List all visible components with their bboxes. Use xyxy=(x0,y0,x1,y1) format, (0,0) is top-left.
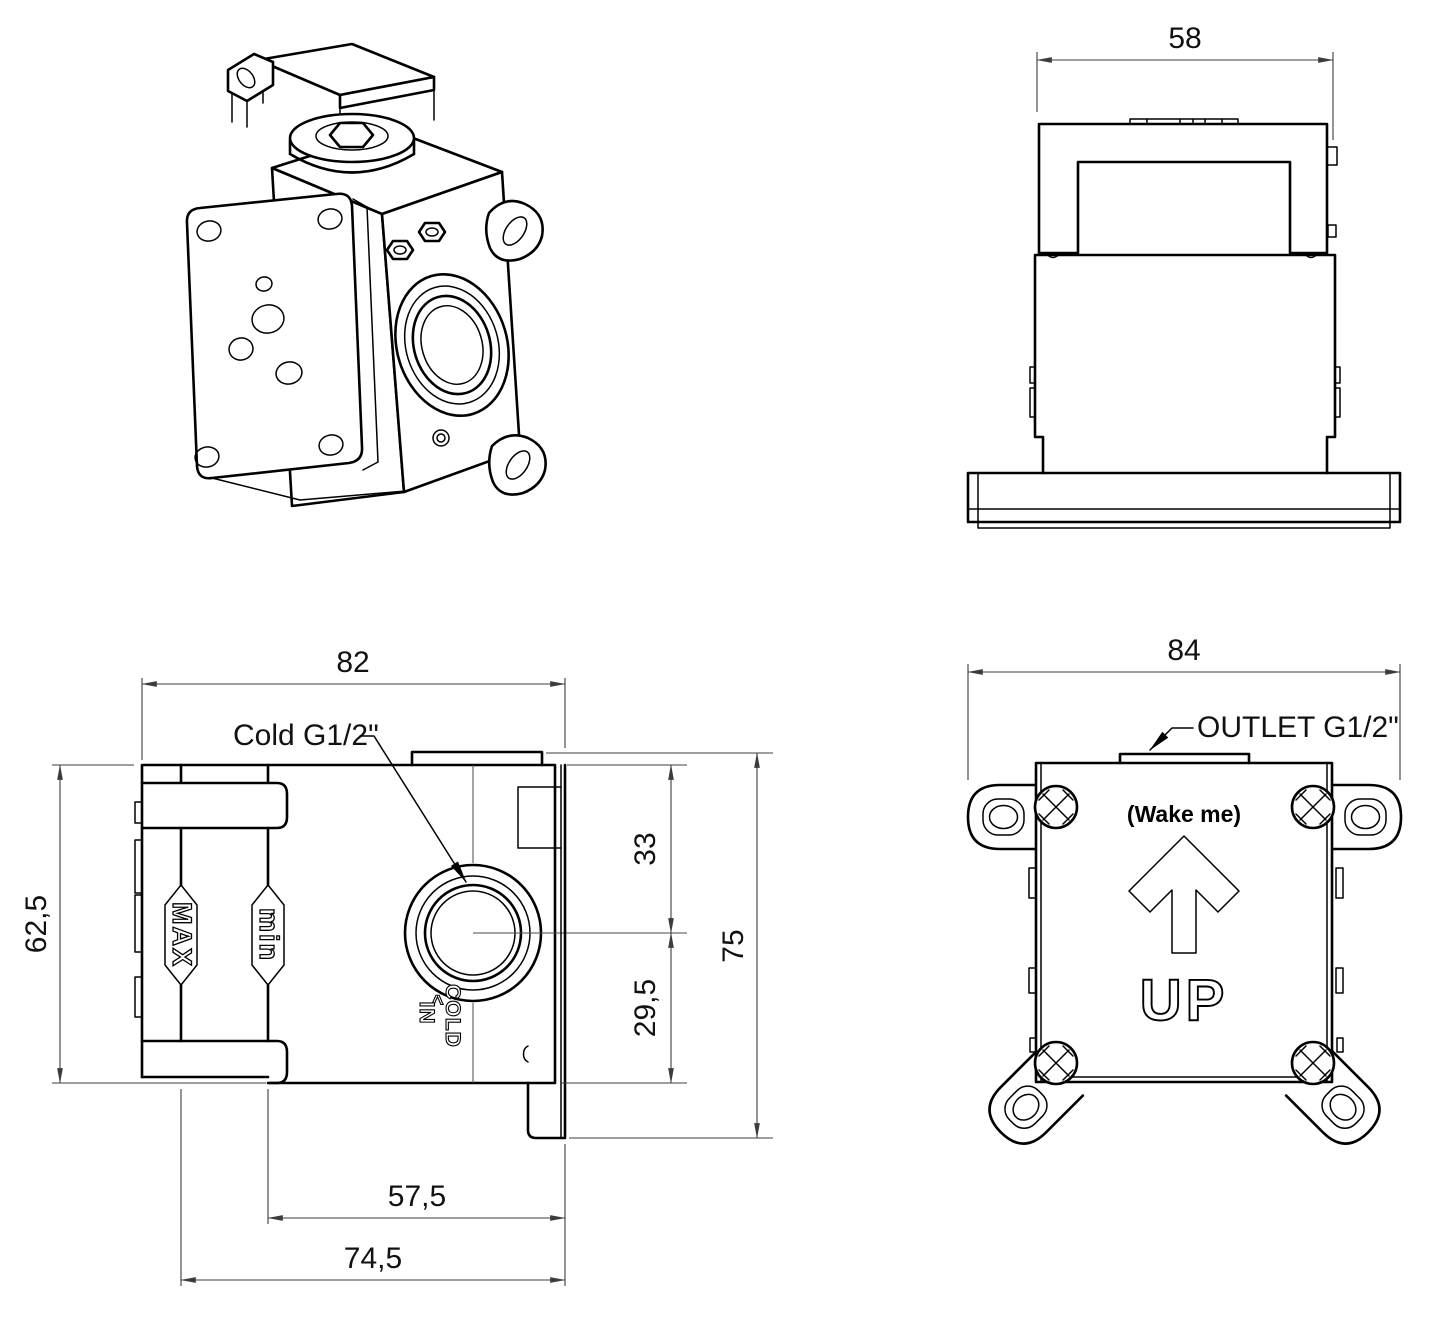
dim-center-to-bottom-value: 29,5 xyxy=(629,979,662,1037)
flow-word-in: IN xyxy=(415,1002,438,1025)
front-body-outline xyxy=(134,763,557,1085)
front-wall-plate xyxy=(522,763,567,1140)
dim-back-width-value: 84 xyxy=(1167,634,1200,667)
outlet-callout: OUTLET G1/2" xyxy=(1149,711,1399,751)
iso-side-port xyxy=(394,272,510,418)
ear-top-right xyxy=(1315,783,1403,851)
screw-icon-top-left xyxy=(1033,784,1079,830)
dim-top-to-center-value: 33 xyxy=(629,832,662,865)
dim-bottom-outer-value: 74,5 xyxy=(344,1242,402,1275)
side-view: 58 xyxy=(966,22,1402,529)
front-view: MAX min ^ COLD IN Cold G xyxy=(20,646,773,1286)
side-clamp xyxy=(1037,118,1338,259)
front-outlet-stub xyxy=(410,750,544,767)
cold-port-callout: Cold G1/2" xyxy=(233,719,467,883)
side-outlet-stub xyxy=(1129,118,1239,125)
outlet-label: OUTLET G1/2" xyxy=(1197,711,1399,744)
iso-mounting-ear-bottom xyxy=(487,434,547,496)
min-banner: min xyxy=(251,884,285,986)
iso-hex-socket xyxy=(328,121,375,149)
isometric-view xyxy=(185,42,547,508)
up-label: UP xyxy=(1140,968,1229,1033)
back-outlet-stub xyxy=(1118,752,1251,765)
side-body xyxy=(1029,253,1341,475)
port-centerlines xyxy=(472,765,687,1083)
dim-side-width: 58 xyxy=(1036,22,1334,140)
dim-plate-height-value: 75 xyxy=(717,929,750,962)
iso-hex-nuts xyxy=(385,221,447,261)
max-label: MAX xyxy=(167,902,197,968)
ear-top-left xyxy=(966,783,1054,851)
iso-clamp-ear xyxy=(226,52,275,128)
side-wall-flange xyxy=(966,471,1402,529)
flow-caret-icon: ^ xyxy=(431,992,444,1015)
back-view: (Wake me) UP OUTLET G1/2" 84 xyxy=(966,634,1403,1145)
dim-front-height-value: 62,5 xyxy=(20,895,53,953)
cold-port-label: Cold G1/2" xyxy=(233,719,379,752)
up-arrow-icon xyxy=(1128,835,1240,954)
iso-cartridge-cylinder xyxy=(288,112,416,174)
dim-plate-height: 75 xyxy=(546,752,773,1139)
dim-bottom-outer: 74,5 xyxy=(180,1089,566,1286)
screw-icon-bottom-left xyxy=(1033,1040,1079,1086)
iso-bottom-edge xyxy=(211,477,407,501)
dim-center-to-bottom: 29,5 xyxy=(561,932,687,1084)
min-label: min xyxy=(254,908,284,962)
iso-screw-detail xyxy=(432,429,450,447)
flow-direction-label: ^ COLD IN xyxy=(414,984,464,1049)
dim-front-width: 82 xyxy=(141,646,566,760)
front-inner-bracket xyxy=(517,786,562,849)
dim-side-width-value: 58 xyxy=(1168,22,1201,55)
iso-mounting-ear-top xyxy=(484,199,544,262)
iso-front-plate xyxy=(185,192,379,480)
screw-icon-bottom-right xyxy=(1290,1040,1336,1086)
max-banner: MAX xyxy=(164,884,198,986)
wake-me-label: (Wake me) xyxy=(1127,801,1241,827)
dim-back-width: 84 xyxy=(967,634,1401,780)
dim-front-width-value: 82 xyxy=(336,646,369,679)
dim-front-height: 62,5 xyxy=(20,764,266,1084)
dim-top-to-center: 33 xyxy=(567,764,687,934)
flow-word-cold: COLD xyxy=(441,984,464,1048)
dim-bottom-inner: 57,5 xyxy=(267,1089,566,1286)
screw-icon-top-right xyxy=(1290,784,1336,830)
dim-bottom-inner-value: 57,5 xyxy=(388,1180,446,1213)
iso-top-bracket xyxy=(256,42,436,133)
